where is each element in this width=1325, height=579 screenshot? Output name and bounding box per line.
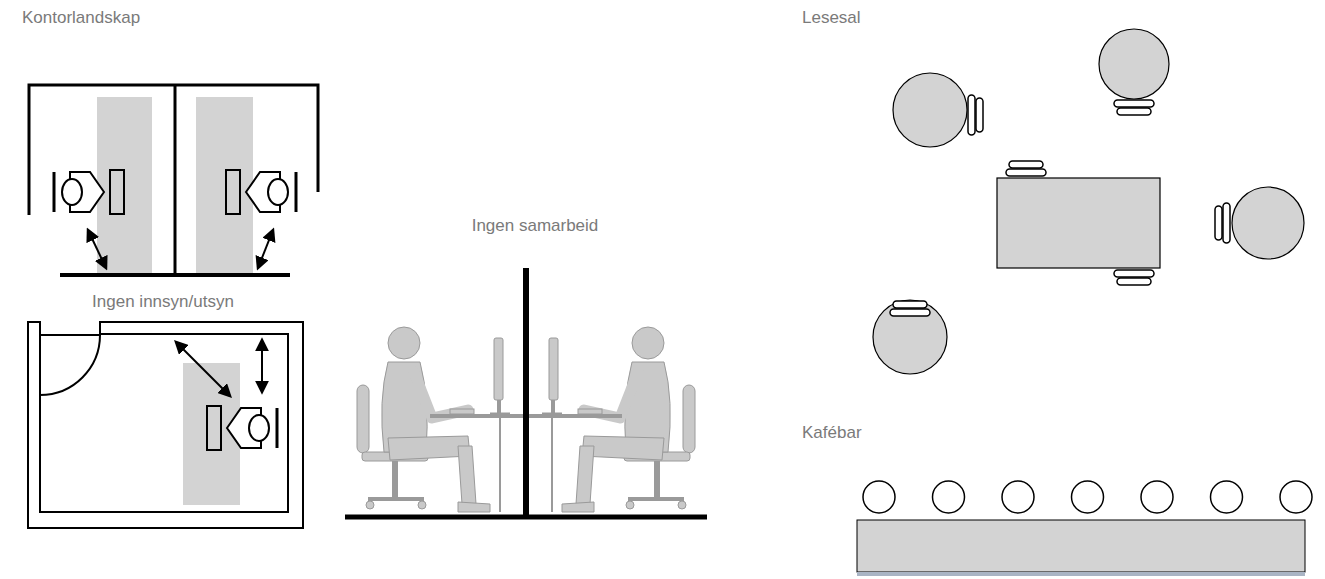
reading-room-plan [873, 29, 1304, 374]
drawing-stroke [54, 170, 124, 214]
drawing-stroke [174, 84, 177, 275]
drawing-stroke [863, 481, 1312, 513]
caption-label: Ingen innsyn/utsyn [90, 292, 236, 312]
bar-stool [863, 481, 895, 513]
section-heading: Kontorlandskap [20, 8, 142, 28]
bar-stool [1280, 481, 1312, 513]
drawing-stroke [526, 327, 695, 512]
drawing-stroke [1114, 100, 1154, 115]
bar-stool [1072, 481, 1104, 513]
drawing-stroke [997, 178, 1160, 268]
drawing-stroke [523, 268, 529, 516]
section-heading: Lesesal [800, 8, 863, 28]
drawing-stroke [1215, 203, 1230, 243]
cafe-bar-plan [857, 481, 1312, 574]
drawing-stroke [1114, 270, 1154, 285]
drawing-stroke [176, 342, 230, 396]
drawing-stroke [1006, 161, 1046, 176]
drawing-stroke [1232, 187, 1304, 259]
drawing-stroke [890, 301, 930, 316]
drawing-stroke [857, 520, 1305, 572]
drawing-stroke [196, 97, 253, 275]
open-office-plan [29, 84, 318, 275]
drawing-stroke [261, 340, 263, 392]
drawing-stroke [345, 515, 707, 520]
drawing-stroke [88, 230, 106, 268]
side-view-illustration [345, 268, 707, 517]
bar-stool [933, 481, 965, 513]
drawing-stroke [873, 300, 947, 374]
drawing-stroke [28, 322, 303, 528]
drawing-stroke [968, 95, 983, 135]
drawing-stroke [258, 230, 273, 268]
drawing-stroke [40, 335, 100, 395]
drawing-stroke [226, 170, 296, 214]
cell-office-plan [28, 322, 303, 528]
bar-stool [1002, 481, 1034, 513]
drawing-stroke [1099, 29, 1169, 99]
drawing-stroke [893, 73, 967, 147]
bar-stool [1211, 481, 1243, 513]
drawing-stroke [357, 327, 526, 512]
drawing-stroke [60, 273, 290, 277]
bar-stool [1141, 481, 1173, 513]
drawing-stroke [207, 406, 277, 450]
caption-label: Ingen samarbeid [470, 216, 601, 236]
drawing-stroke [27, 322, 29, 528]
drawing-stroke [857, 572, 1305, 576]
section-heading: Kafébar [800, 423, 864, 443]
